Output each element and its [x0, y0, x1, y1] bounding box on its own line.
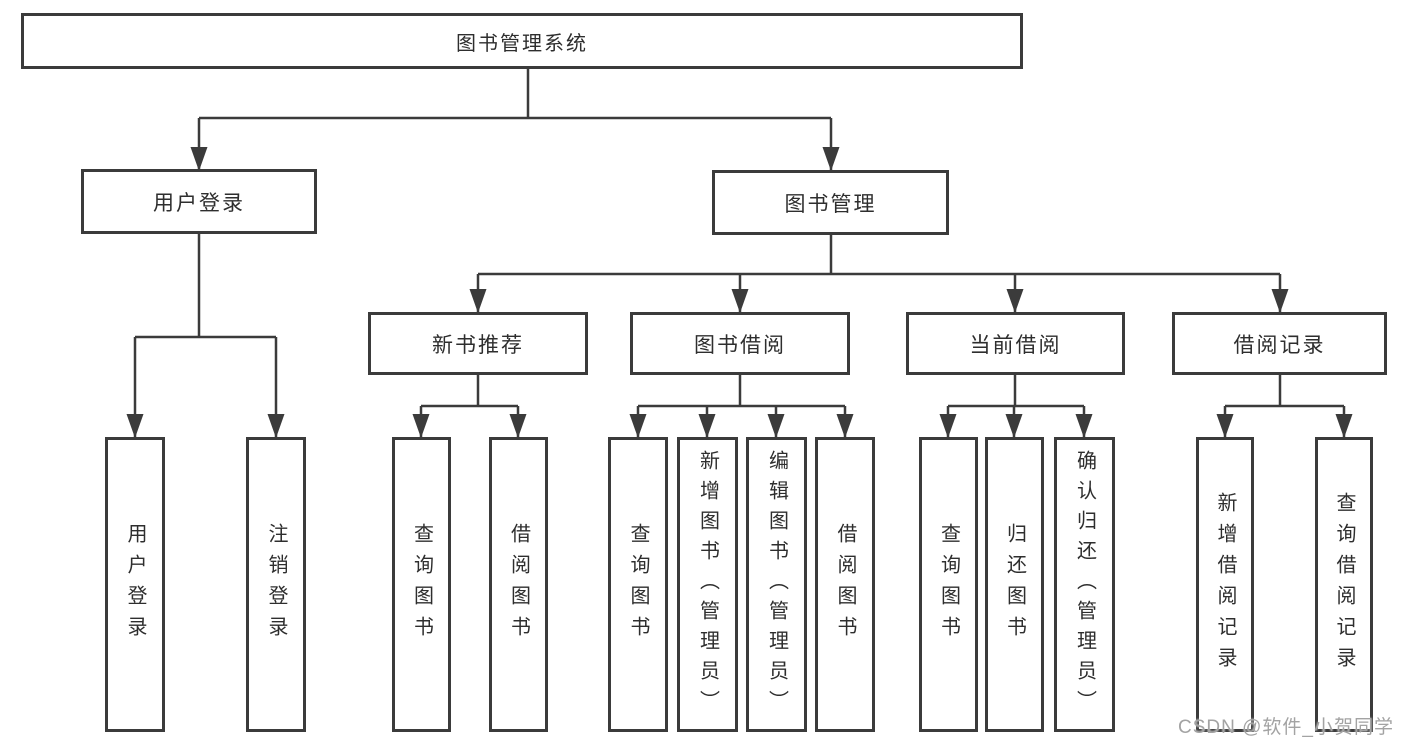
- leaf-add-borrow-record: 新增借阅记录: [1196, 437, 1254, 732]
- leaf-query-book-borrow-label: 查询图书: [627, 522, 649, 647]
- branch-book-management-label: 图书管理: [784, 192, 877, 216]
- leaf-query-borrow-record: 查询借阅记录: [1315, 437, 1373, 732]
- leaf-confirm-return-admin: 确认归还（管理员）: [1054, 437, 1115, 732]
- leaf-return-book: 归还图书: [985, 437, 1044, 732]
- leaf-query-borrow-record-label: 查询借阅记录: [1333, 491, 1355, 678]
- leaf-edit-book-admin-label: 编辑图书（管理员）: [765, 449, 788, 720]
- leaf-borrow-book-recommend: 借阅图书: [489, 437, 548, 732]
- leaf-query-book-borrow: 查询图书: [608, 437, 668, 732]
- leaf-borrow-book-label: 借阅图书: [834, 522, 856, 647]
- leaf-borrow-book-recommend-label: 借阅图书: [507, 522, 530, 647]
- leaf-borrow-book: 借阅图书: [815, 437, 875, 732]
- leaf-query-book-recommend: 查询图书: [392, 437, 451, 732]
- leaf-add-book-admin-label: 新增图书（管理员）: [696, 449, 719, 720]
- leaf-add-book-admin: 新增图书（管理员）: [677, 437, 738, 732]
- leaf-user-login-label: 用户登录: [124, 522, 146, 647]
- csdn-watermark: CSDN @软件_小贺同学: [1178, 717, 1394, 738]
- leaf-return-book-label: 归还图书: [1003, 522, 1026, 647]
- node-library-management-system: 图书管理系统: [21, 13, 1023, 69]
- node-library-management-system-label: 图书管理系统: [456, 32, 588, 55]
- leaf-query-book-current: 查询图书: [919, 437, 978, 732]
- branch-user-login-label: 用户登录: [153, 191, 245, 215]
- section-book-borrow-label: 图书借阅: [694, 333, 786, 357]
- leaf-confirm-return-admin-label: 确认归还（管理员）: [1073, 449, 1096, 720]
- section-borrow-records: 借阅记录: [1172, 312, 1387, 375]
- leaf-edit-book-admin: 编辑图书（管理员）: [746, 437, 807, 732]
- leaf-add-borrow-record-label: 新增借阅记录: [1214, 491, 1236, 678]
- section-borrow-records-label: 借阅记录: [1233, 333, 1326, 357]
- branch-user-login: 用户登录: [81, 169, 317, 234]
- leaf-query-book-current-label: 查询图书: [937, 522, 960, 647]
- leaf-query-book-recommend-label: 查询图书: [410, 522, 433, 647]
- section-new-book-recommend: 新书推荐: [368, 312, 588, 375]
- section-book-borrow: 图书借阅: [630, 312, 850, 375]
- leaf-logout-login: 注销登录: [246, 437, 306, 732]
- leaf-logout-login-label: 注销登录: [265, 522, 287, 647]
- branch-book-management: 图书管理: [712, 170, 949, 235]
- section-new-book-recommend-label: 新书推荐: [432, 333, 524, 357]
- section-current-borrow: 当前借阅: [906, 312, 1125, 375]
- section-current-borrow-label: 当前借阅: [969, 333, 1062, 357]
- leaf-user-login: 用户登录: [105, 437, 165, 732]
